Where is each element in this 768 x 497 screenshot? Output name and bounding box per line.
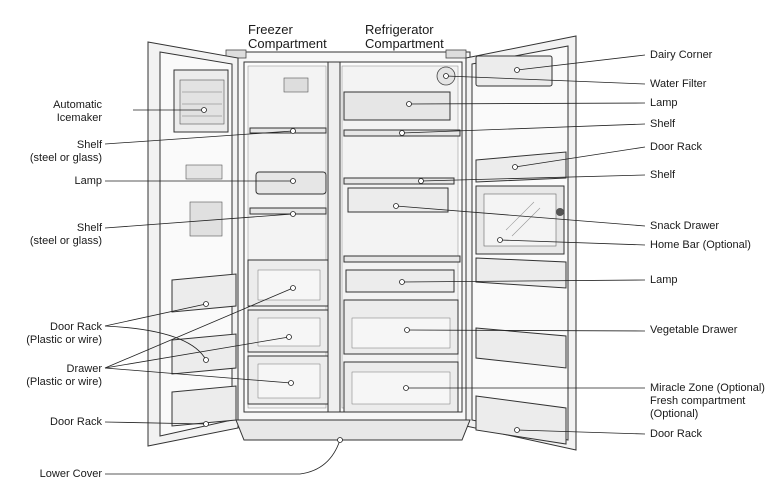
label-home-bar: Home Bar (Optional) (650, 239, 751, 251)
label-shelf-lower: Shelf (steel or glass) (30, 222, 102, 248)
fridge-door (465, 35, 577, 451)
fridge-header: Refrigerator Compartment (365, 23, 444, 51)
left-leaders (104, 107, 343, 475)
label-line: (Optional) (650, 408, 699, 420)
fridge-header-line1: Refrigerator (365, 22, 434, 37)
label-drawer: Drawer (Plastic or wire) (26, 363, 102, 389)
label-line: Door Rack (50, 321, 102, 333)
label-line: (steel or glass) (29, 235, 102, 247)
label-line: Shelf (76, 222, 102, 234)
label-line: (Plastic or wire) (26, 376, 102, 388)
label-miracle-zone: Miracle Zone (Optional) Fresh compartmen… (650, 382, 765, 421)
label-line: Drawer (66, 363, 102, 375)
label-door-rack-fridge-upper: Door Rack (650, 141, 702, 153)
fridge-header-line2: Compartment (365, 36, 444, 51)
label-door-rack-upper: Door Rack (Plastic or wire) (26, 321, 102, 347)
label-dairy-corner: Dairy Corner (650, 49, 713, 61)
label-line: (steel or glass) (29, 152, 102, 164)
right-leaders (393, 54, 646, 435)
label-lamp-fridge-lower: Lamp (650, 274, 678, 286)
label-line: Fresh compartment (650, 395, 746, 407)
label-lamp-freezer: Lamp (74, 175, 102, 187)
label-line: Miracle Zone (Optional) (650, 382, 765, 394)
label-line: (Plastic or wire) (26, 334, 102, 346)
label-line: Icemaker (56, 112, 102, 124)
label-door-rack-fridge-lower: Door Rack (650, 428, 702, 440)
label-shelf-fridge-upper: Shelf (650, 118, 676, 130)
label-vegetable-drawer: Vegetable Drawer (650, 324, 738, 336)
label-automatic-icemaker: Automatic Icemaker (53, 99, 102, 125)
label-water-filter: Water Filter (650, 78, 707, 90)
label-lower-cover: Lower Cover (39, 468, 102, 480)
label-shelf-fridge-lower: Shelf (650, 169, 676, 181)
label-line: Shelf (76, 139, 102, 151)
freezer-header-line2: Compartment (248, 36, 327, 51)
freezer-header: Freezer Compartment (248, 23, 327, 51)
freezer-interior (247, 77, 329, 405)
label-lamp-fridge-upper: Lamp (650, 97, 678, 109)
label-shelf-upper: Shelf (steel or glass) (30, 139, 102, 165)
label-door-rack-lower: Door Rack (50, 416, 102, 428)
lower-cover (235, 419, 471, 441)
freezer-header-line1: Freezer (248, 22, 293, 37)
freezer-door (147, 41, 239, 447)
fridge-interior (343, 66, 461, 413)
label-line: Automatic (53, 99, 102, 111)
label-snack-drawer: Snack Drawer (650, 220, 720, 232)
